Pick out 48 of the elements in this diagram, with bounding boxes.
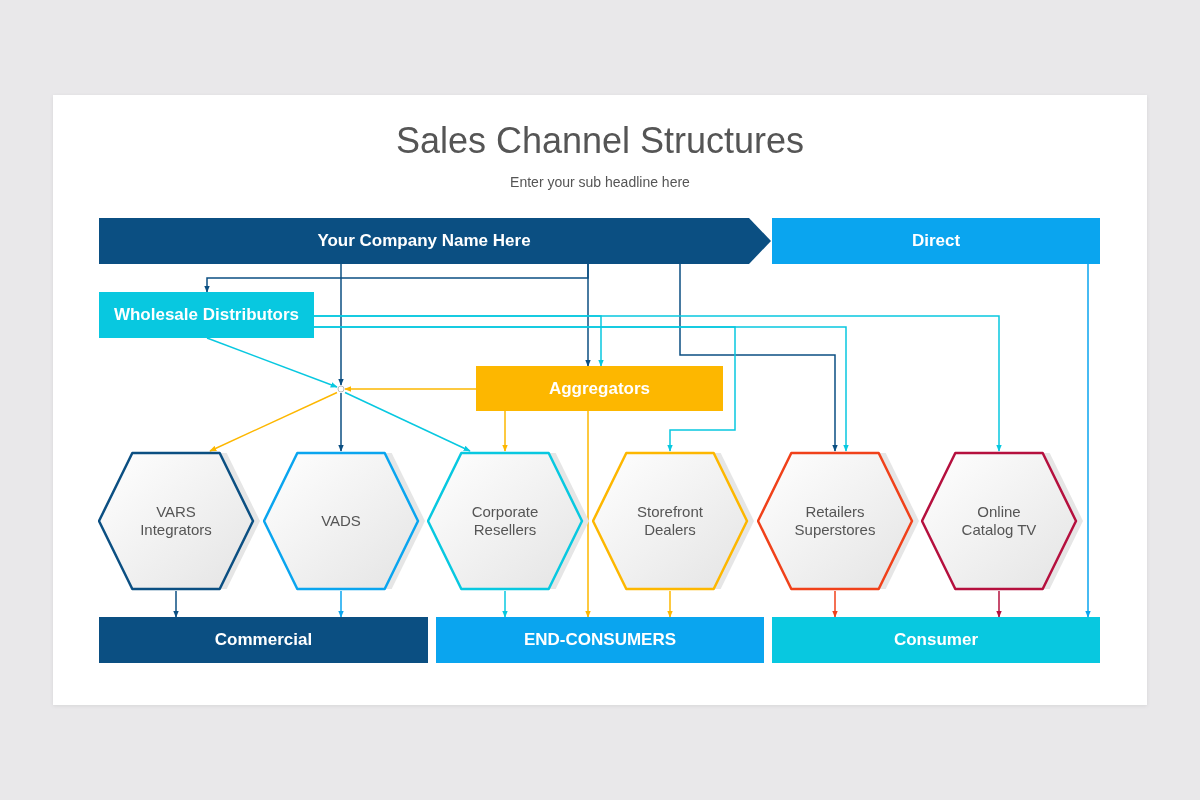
arrow xyxy=(338,590,344,618)
label-bar xyxy=(99,617,428,663)
arrow xyxy=(502,590,508,618)
node-label: Storefront Dealers xyxy=(636,503,704,539)
node-label: END-CONSUMERS xyxy=(523,630,677,650)
arrow xyxy=(585,410,591,618)
arrow xyxy=(206,337,338,388)
arrow xyxy=(1085,263,1091,618)
arrow xyxy=(667,590,673,618)
arrow-banner xyxy=(99,218,771,264)
node-label: Direct xyxy=(911,231,961,251)
node-label: Online Catalog TV xyxy=(960,503,1038,539)
arrow xyxy=(338,392,344,452)
arrow xyxy=(679,263,838,452)
hexagon-node xyxy=(757,451,921,591)
title: Sales Channel Structures xyxy=(394,120,806,162)
subtitle: Enter your sub headline here xyxy=(509,174,691,190)
arrow xyxy=(585,263,591,367)
arrow xyxy=(996,590,1002,618)
arrow xyxy=(344,386,477,392)
junction-dot xyxy=(337,385,345,393)
label-bar xyxy=(772,218,1100,264)
arrow xyxy=(832,590,838,618)
arrow xyxy=(313,326,849,452)
hexagon-node xyxy=(592,451,756,591)
arrow xyxy=(313,315,1002,452)
hexagon-node xyxy=(921,451,1085,591)
arrow xyxy=(173,590,179,618)
arrow xyxy=(338,263,344,386)
label-bar xyxy=(772,617,1100,663)
hexagon-node xyxy=(263,451,427,591)
node-label: Consumer xyxy=(893,630,979,650)
node-label: Wholesale Distributors xyxy=(113,305,300,325)
label-bar xyxy=(436,617,764,663)
arrow xyxy=(209,391,338,452)
node-label: VARS Integrators xyxy=(139,503,213,539)
arrow xyxy=(344,391,471,452)
node-label: Aggregators xyxy=(548,378,651,399)
hexagon-node xyxy=(98,451,262,591)
node-label: Commercial xyxy=(214,630,313,650)
label-bar xyxy=(476,366,723,411)
node-label: VADS xyxy=(320,512,362,530)
arrow xyxy=(502,410,508,452)
node-label: Retailers Superstores xyxy=(793,503,877,539)
label-bar xyxy=(99,292,314,338)
hexagon-node xyxy=(427,451,591,591)
node-label: Your Company Name Here xyxy=(316,231,532,251)
node-label: Corporate Resellers xyxy=(470,503,540,539)
